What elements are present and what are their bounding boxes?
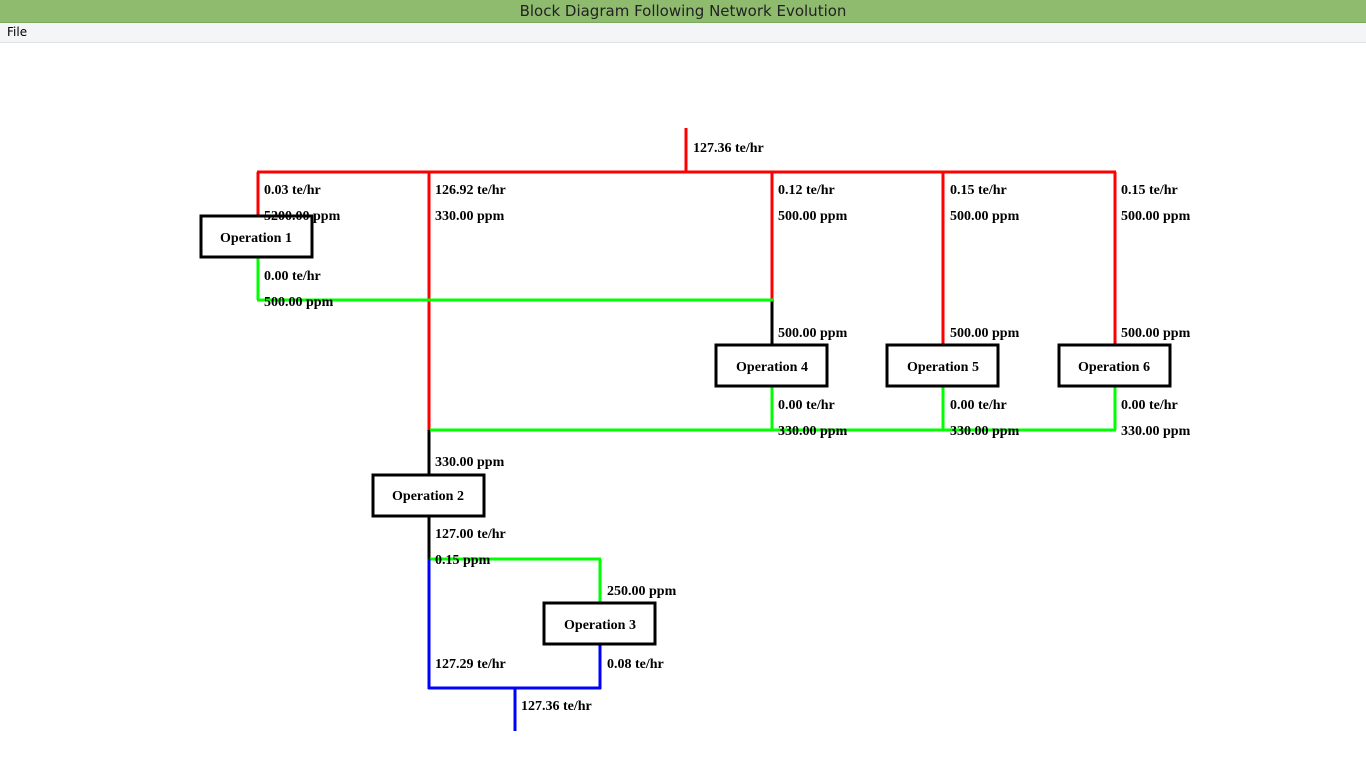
op5-out-conc-label: 330.00 ppm <box>950 424 1020 439</box>
op3-out-flow-label: 0.08 te/hr <box>607 657 664 672</box>
op4-out-conc-label: 330.00 ppm <box>778 424 848 439</box>
op4-fresh-conc-label: 500.00 ppm <box>778 209 848 224</box>
svg-text:Operation 3: Operation 3 <box>564 618 636 633</box>
reuse-lines <box>256 257 1117 602</box>
op5-in-conc-label: 500.00 ppm <box>950 326 1020 341</box>
op4-out-flow-label: 0.00 te/hr <box>778 398 835 413</box>
op6-in-conc-label: 500.00 ppm <box>1121 326 1191 341</box>
op1-out-conc-label: 500.00 ppm <box>264 295 334 310</box>
operation-1[interactable]: Operation 1 <box>199 214 314 259</box>
svg-text:Operation 4: Operation 4 <box>736 360 808 375</box>
op2-fresh-flow-label: 126.92 te/hr <box>435 183 506 198</box>
op4-fresh-flow-label: 0.12 te/hr <box>778 183 835 198</box>
op2-in-conc-label: 330.00 ppm <box>435 455 505 470</box>
operation-5[interactable]: Operation 5 <box>885 343 1000 388</box>
op3-in-conc-label: 250.00 ppm <box>607 584 677 599</box>
operation-2[interactable]: Operation 2 <box>371 473 486 518</box>
menu-file[interactable]: File <box>7 25 28 39</box>
operation-4[interactable]: Operation 4 <box>714 343 829 388</box>
op6-out-flow-label: 0.00 te/hr <box>1121 398 1178 413</box>
op5-fresh-flow-label: 0.15 te/hr <box>950 183 1007 198</box>
svg-text:Operation 1: Operation 1 <box>220 231 292 246</box>
op5-fresh-conc-label: 500.00 ppm <box>950 209 1020 224</box>
svg-text:Operation 6: Operation 6 <box>1078 360 1150 375</box>
svg-text:Operation 2: Operation 2 <box>392 489 464 504</box>
wastewater-lines <box>427 559 602 731</box>
op6-fresh-conc-label: 500.00 ppm <box>1121 209 1191 224</box>
source-flow-label: 127.36 te/hr <box>693 141 764 156</box>
bypass-flow-label: 127.29 te/hr <box>435 657 506 672</box>
op5-out-flow-label: 0.00 te/hr <box>950 398 1007 413</box>
op1-in-flow-label: 0.03 te/hr <box>264 183 321 198</box>
op2-out-conc-label: 0.15 ppm <box>435 553 491 568</box>
op2-out-flow-label: 127.00 te/hr <box>435 527 506 542</box>
op6-out-conc-label: 330.00 ppm <box>1121 424 1191 439</box>
op1-in-conc-label: 5200.00 ppm <box>264 209 341 224</box>
op4-in-conc-label: 500.00 ppm <box>778 326 848 341</box>
op6-fresh-flow-label: 0.15 te/hr <box>1121 183 1178 198</box>
menu-bar: File <box>0 23 1366 43</box>
sink-flow-label: 127.36 te/hr <box>521 699 592 714</box>
process-lines <box>427 300 774 559</box>
op2-fresh-conc-label: 330.00 ppm <box>435 209 505 224</box>
svg-text:Operation 5: Operation 5 <box>907 360 979 375</box>
op1-out-flow-label: 0.00 te/hr <box>264 269 321 284</box>
freshwater-lines <box>256 128 1117 430</box>
operation-3[interactable]: Operation 3 <box>542 601 657 646</box>
operation-6[interactable]: Operation 6 <box>1057 343 1172 388</box>
window-title: Block Diagram Following Network Evolutio… <box>0 0 1366 23</box>
